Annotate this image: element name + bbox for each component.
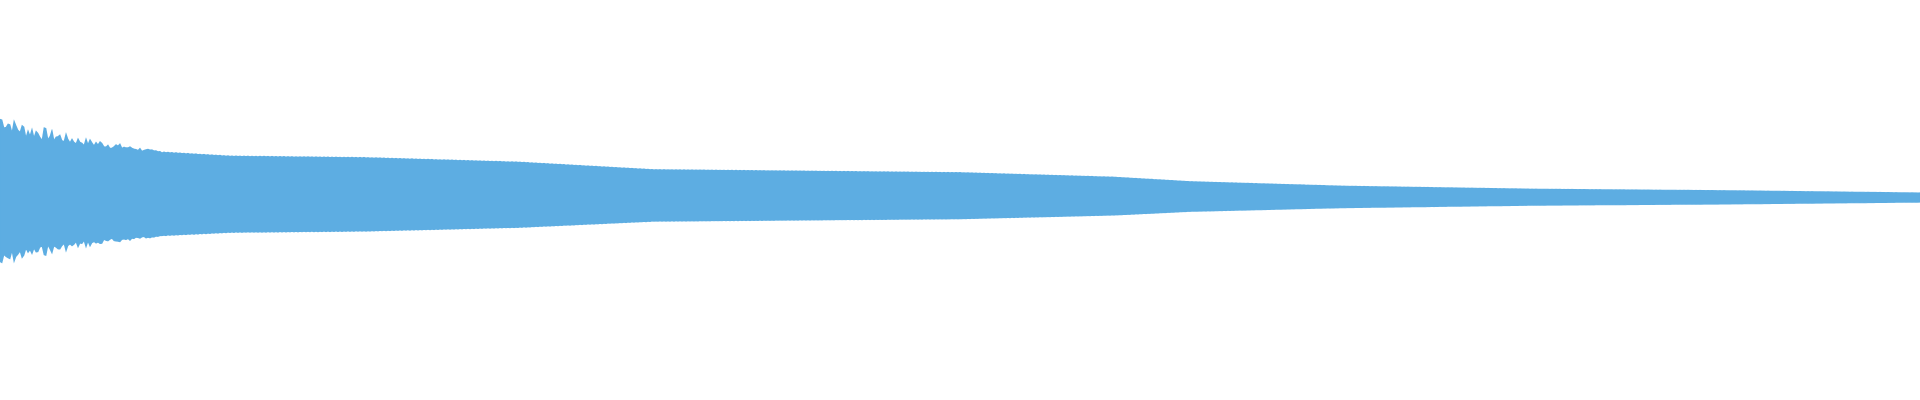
waveform-shape — [0, 118, 1920, 264]
waveform-layer — [0, 118, 1920, 264]
